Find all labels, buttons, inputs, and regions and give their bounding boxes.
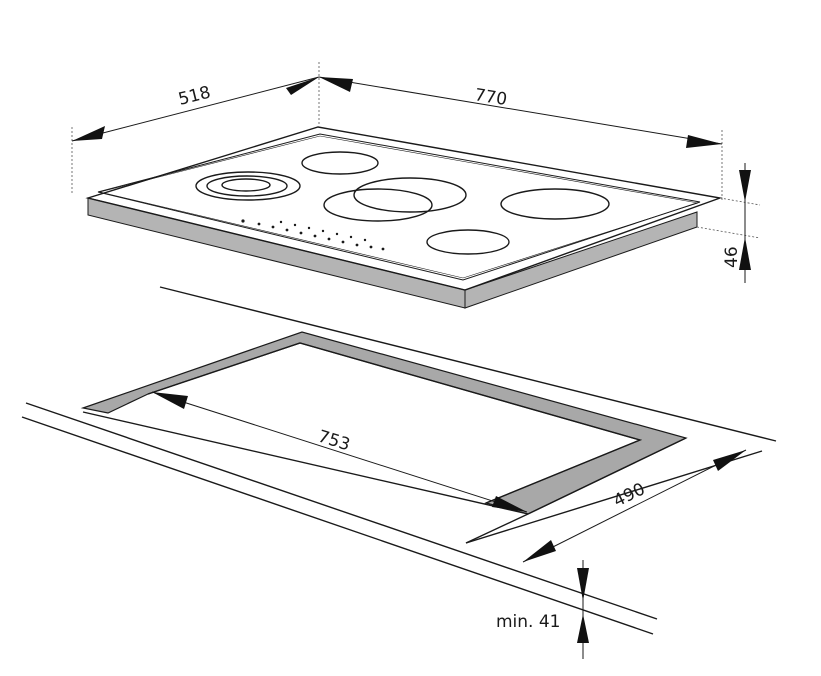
burner-center: [323, 188, 433, 222]
hob-drawing: [85, 126, 723, 309]
cutout-depth-label: 490: [610, 479, 648, 511]
touch-controls: [241, 219, 385, 251]
worktop-drawing: [21, 286, 777, 635]
worktop-front-edge-upper: [25, 402, 658, 620]
burner-left-outer: [195, 171, 301, 201]
burner-left-middle: [206, 175, 288, 197]
height-dimension-label: 46: [722, 246, 742, 268]
burner-center-extension: [353, 177, 467, 213]
worktop-front-edge-lower: [21, 416, 654, 635]
hob-inner-edge-2: [99, 135, 699, 279]
hob-side-right: [464, 211, 698, 309]
arrow-490-top: [713, 450, 746, 471]
arrow-770-right: [686, 135, 722, 148]
arrow-518-left: [72, 126, 105, 141]
burner-left-inner: [221, 178, 271, 192]
worktop-back-edge: [159, 286, 777, 442]
arrow-753-left: [152, 392, 188, 409]
hob-dimensions: 518 770 46: [71, 62, 761, 283]
cutout-right-vertical: [465, 513, 529, 544]
arrow-490-bottom: [523, 540, 556, 562]
burner-top-center: [301, 151, 379, 175]
arrow-770-left: [319, 77, 353, 92]
hob-side-front: [87, 197, 466, 309]
burner-right: [500, 188, 610, 220]
arrow-46-bottom: [739, 237, 751, 270]
cutout-width-label: 753: [316, 427, 353, 456]
hob-inner-edge: [97, 133, 701, 281]
arrow-41-bottom: [577, 614, 589, 643]
arrow-41-top: [577, 568, 589, 601]
cutout-right-edge: [527, 437, 687, 515]
arrow-46-top: [739, 170, 751, 202]
cutout-frame: [80, 331, 688, 515]
worktop-thickness-label: min. 41: [496, 612, 561, 632]
burner-front-right: [426, 229, 510, 255]
arrow-753-right: [492, 496, 527, 512]
cutout-opening: [147, 342, 643, 504]
cutout-front-edge: [82, 411, 529, 515]
width-dimension-label: 770: [473, 85, 508, 110]
arrow-518-right: [286, 77, 319, 95]
